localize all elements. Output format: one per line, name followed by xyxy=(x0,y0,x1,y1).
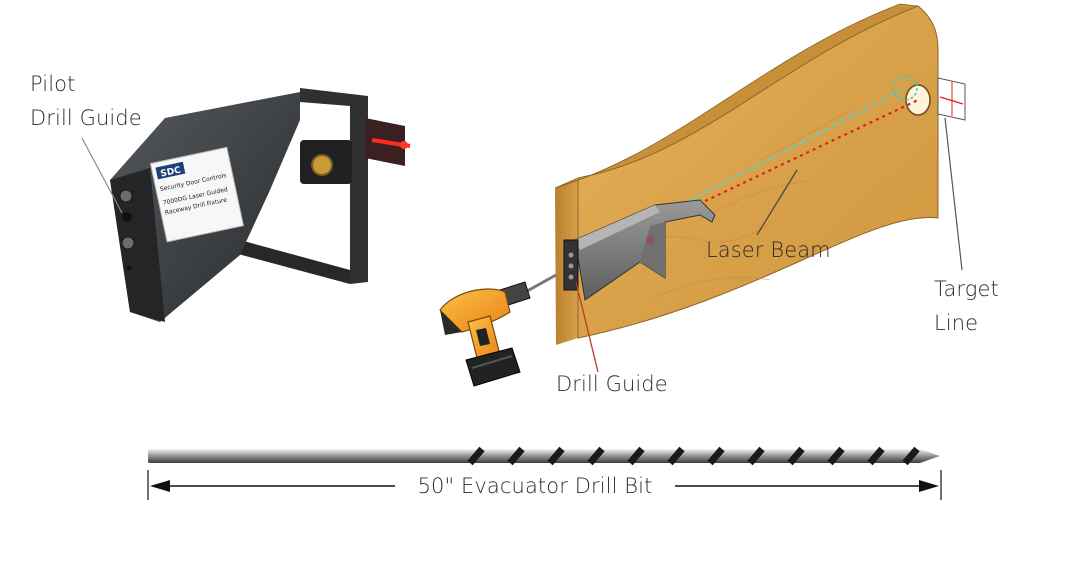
drill-guide-jig xyxy=(563,199,716,373)
fixture-sticker: SDC Security Door Controls 7000DG Laser … xyxy=(149,146,245,243)
target-leader-line xyxy=(944,117,963,271)
cordless-drill-icon xyxy=(439,273,557,387)
dimension-arrow xyxy=(147,470,942,500)
arrow-left-icon xyxy=(150,480,170,492)
fixture-frame xyxy=(300,88,368,284)
arrow-right-icon xyxy=(919,480,939,492)
drill-bit-flutes xyxy=(467,446,920,466)
drill-bit-label: 50" Evacuator Drill Bit xyxy=(417,474,653,498)
drill-guide-label: Drill Guide xyxy=(556,372,668,396)
fixture-hole-1 xyxy=(119,189,133,203)
pilot-label-line1: Pilot xyxy=(30,72,76,96)
pilot-leader-line xyxy=(81,137,123,214)
laser-beam-leader xyxy=(756,169,798,236)
fixture-photo: SDC Security Door Controls 7000DG Laser … xyxy=(81,88,411,322)
target-label-line2: Line xyxy=(934,311,979,335)
drill-guide-leader xyxy=(575,281,599,373)
laser-beam-red xyxy=(584,99,919,259)
laser-beam-cyan xyxy=(584,87,906,256)
pilot-label-line2: Drill Guide xyxy=(30,106,142,130)
fixture-hole-3 xyxy=(121,236,135,250)
target-card xyxy=(937,77,966,271)
drill-bit-shank xyxy=(148,449,448,463)
door-slab xyxy=(554,3,939,345)
sticker-brand: SDC xyxy=(160,165,183,179)
target-label-line1: Target xyxy=(934,277,999,301)
laser-beam-label: Laser Beam xyxy=(706,238,831,262)
fixture-hole-2 xyxy=(122,212,132,222)
fixture-knob xyxy=(311,154,333,176)
door-face xyxy=(577,5,939,339)
drill-bit xyxy=(148,446,940,466)
